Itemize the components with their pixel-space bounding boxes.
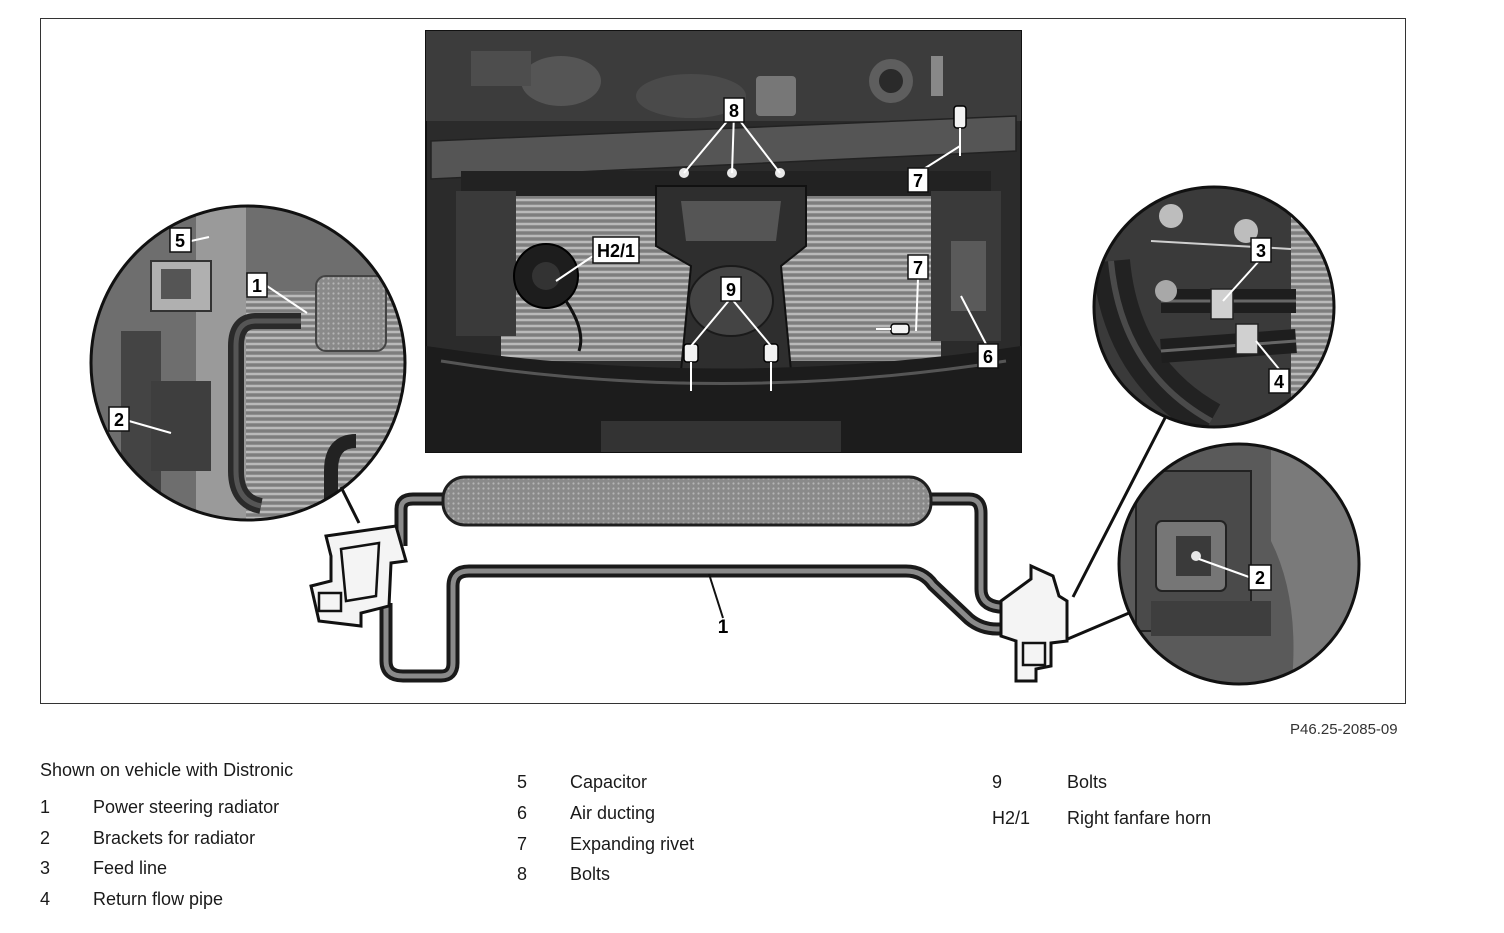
callout-7-tag-lower: 7 bbox=[907, 254, 929, 280]
svg-text:6: 6 bbox=[983, 347, 993, 367]
callout-h21-tag: H2/1 bbox=[592, 236, 640, 264]
callout-1-tag-left: 1 bbox=[246, 272, 268, 298]
diagram-frame: 8 7 H2/1 7 9 6 5 1 bbox=[40, 18, 1406, 704]
svg-text:4: 4 bbox=[1274, 372, 1284, 392]
detail-circle-left bbox=[89, 204, 407, 524]
callout-7-tag-top: 7 bbox=[907, 167, 929, 193]
engine-bay-photo bbox=[425, 30, 1022, 453]
svg-text:H2/1: H2/1 bbox=[597, 241, 635, 261]
power-steering-radiator bbox=[309, 475, 1069, 683]
svg-text:3: 3 bbox=[1256, 241, 1266, 261]
detail-circle-right-top bbox=[1071, 185, 1336, 598]
svg-text:8: 8 bbox=[729, 101, 739, 121]
svg-text:7: 7 bbox=[913, 258, 923, 278]
callout-4-tag: 4 bbox=[1268, 368, 1290, 394]
callout-3-tag: 3 bbox=[1250, 237, 1272, 263]
svg-text:2: 2 bbox=[114, 410, 124, 430]
callout-6-tag: 6 bbox=[977, 343, 999, 369]
callout-2-tag-right: 2 bbox=[1248, 564, 1272, 591]
svg-text:1: 1 bbox=[252, 276, 262, 296]
svg-text:2: 2 bbox=[1255, 568, 1265, 588]
detail-circle-right-bottom bbox=[1062, 442, 1361, 686]
diagram-canvas: 8 7 H2/1 7 9 6 5 1 bbox=[89, 30, 1361, 686]
svg-text:5: 5 bbox=[175, 231, 185, 251]
callout-9-tag: 9 bbox=[720, 276, 742, 302]
callout-5-tag: 5 bbox=[169, 227, 192, 253]
figure-code: P46.25-2085-09 bbox=[1290, 721, 1398, 738]
svg-text:9: 9 bbox=[726, 280, 736, 300]
legend-caption: Shown on vehicle with Distronic bbox=[40, 760, 294, 780]
callout-8-tag: 8 bbox=[723, 97, 745, 123]
svg-text:7: 7 bbox=[913, 171, 923, 191]
callout-2-tag-left: 2 bbox=[108, 406, 130, 432]
callout-1-label-radiator: 1 bbox=[718, 617, 729, 638]
